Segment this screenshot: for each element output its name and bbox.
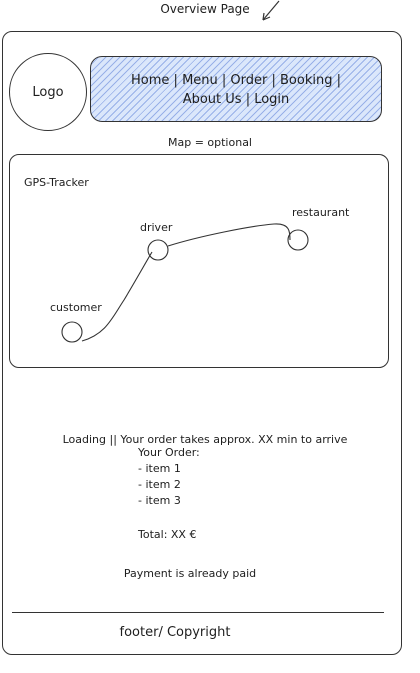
nav-line-2[interactable]: About Us | Login — [182, 92, 290, 107]
order-item: - item 3 — [138, 494, 181, 507]
nav-line-1[interactable]: Home | Menu | Order | Booking | — [131, 73, 341, 88]
footer: footer/ Copyright — [119, 625, 231, 640]
order-total: Total: XX € — [138, 528, 197, 541]
restaurant-label: restaurant — [292, 206, 350, 219]
order-item: - item 2 — [138, 478, 181, 491]
map-note: Map = optional — [167, 136, 252, 149]
driver-label: driver — [140, 221, 173, 234]
order-summary: Your Order: - item 1 - item 2 - item 3 — [138, 445, 200, 509]
order-item: - item 1 — [138, 462, 181, 475]
page-title: Overview Page — [160, 2, 250, 16]
logo[interactable]: Logo — [9, 53, 87, 131]
footer-divider — [12, 612, 384, 613]
main-navigation[interactable]: Home | Menu | Order | Booking | About Us… — [90, 56, 382, 122]
tracker-title: GPS-Tracker — [24, 176, 89, 189]
order-status-message: Loading || Your order takes approx. XX m… — [62, 433, 348, 446]
arrow-icon — [262, 0, 280, 21]
logo-label: Logo — [32, 84, 64, 100]
customer-label: customer — [50, 301, 102, 314]
gps-tracker-map[interactable] — [9, 154, 389, 368]
page-frame — [2, 31, 402, 655]
payment-status: Payment is already paid — [123, 567, 257, 580]
order-heading: Your Order: — [138, 446, 200, 459]
